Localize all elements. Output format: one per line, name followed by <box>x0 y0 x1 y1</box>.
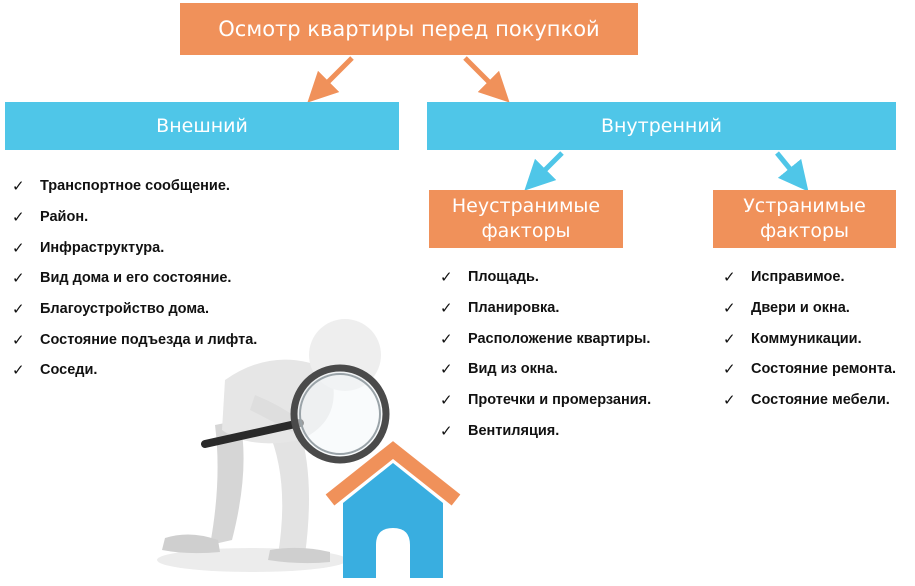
house-icon <box>325 441 461 578</box>
check-icon: ✓ <box>12 331 25 349</box>
list-item: ✓ Соседи. <box>12 355 257 386</box>
list-item: ✓ Двери и окна. <box>723 293 896 324</box>
list-item-text: Транспортное сообщение. <box>40 178 230 195</box>
list-item: ✓ Вид дома и его состояние. <box>12 263 257 294</box>
list-item: ✓ Инфраструктура. <box>12 232 257 263</box>
external-checklist: ✓ Транспортное сообщение. ✓ Район. ✓ Инфрас… <box>12 171 257 386</box>
internal-heading-text: Внутренний <box>600 115 723 137</box>
list-item-text: Инфраструктура. <box>40 239 165 256</box>
check-icon: ✓ <box>440 392 453 410</box>
fixed-heading-line1: Неустранимые <box>451 195 601 218</box>
arrow-to-removable <box>775 151 809 192</box>
list-item: ✓ Благоустройство дома. <box>12 294 257 325</box>
removable-factors-checklist: ✓ Исправимое. ✓ Двери и окна. ✓ Коммуникаци… <box>723 262 896 415</box>
list-item-text: Расположение квартиры. <box>468 330 651 347</box>
list-item: ✓ Вид из окна. <box>440 354 651 385</box>
fixed-heading-line2: факторы <box>481 220 571 242</box>
list-item: ✓ Состояние мебели. <box>723 385 896 416</box>
list-item: ✓ Состояние ремонта. <box>723 354 896 385</box>
list-item-text: Состояние подъезда и лифта. <box>40 331 258 348</box>
list-item-text: Вентиляция. <box>468 422 560 439</box>
external-heading-text: Внешний <box>156 115 248 137</box>
list-item: ✓ Район. <box>12 202 257 233</box>
person-with-magnifier-icon <box>157 319 390 572</box>
removable-heading-line2: факторы <box>759 220 850 242</box>
list-item-text: Соседи. <box>40 362 98 379</box>
list-item-text: Исправимое. <box>751 269 845 286</box>
list-item-text: Планировка. <box>468 300 560 317</box>
check-icon: ✓ <box>440 269 453 287</box>
list-item: ✓ Исправимое. <box>723 262 896 293</box>
list-item-text: Двери и окна. <box>751 300 850 317</box>
check-icon: ✓ <box>723 392 736 410</box>
check-icon: ✓ <box>12 239 25 257</box>
internal-heading: Внутренний <box>427 102 896 150</box>
list-item: ✓ Коммуникации. <box>723 323 896 354</box>
check-icon: ✓ <box>440 330 453 348</box>
arrow-to-fixed <box>524 151 564 191</box>
check-icon: ✓ <box>440 422 453 440</box>
arrow-to-external <box>307 56 354 103</box>
list-item: ✓ Протечки и промерзания. <box>440 385 651 416</box>
list-item-text: Вид из окна. <box>468 361 558 378</box>
list-item: ✓ Площадь. <box>440 262 651 293</box>
list-item-text: Коммуникации. <box>751 330 862 347</box>
check-icon: ✓ <box>440 361 453 379</box>
check-icon: ✓ <box>12 362 25 380</box>
diagram-title: Осмотр квартиры перед покупкой <box>180 3 638 55</box>
list-item-text: Вид дома и его состояние. <box>40 270 232 287</box>
list-item: ✓ Планировка. <box>440 293 651 324</box>
external-heading: Внешний <box>5 102 399 150</box>
title-text: Осмотр квартиры перед покупкой <box>218 17 600 41</box>
check-icon: ✓ <box>723 361 736 379</box>
check-icon: ✓ <box>723 330 736 348</box>
list-item-text: Состояние мебели. <box>751 392 890 409</box>
check-icon: ✓ <box>12 178 25 196</box>
list-item-text: Район. <box>40 209 89 226</box>
list-item-text: Протечки и промерзания. <box>468 392 652 409</box>
check-icon: ✓ <box>723 269 736 287</box>
check-icon: ✓ <box>12 209 25 227</box>
list-item: ✓ Состояние подъезда и лифта. <box>12 324 257 355</box>
list-item-text: Площадь. <box>468 269 539 286</box>
removable-heading-line1: Устранимые <box>743 195 866 218</box>
arrow-to-internal <box>463 56 510 103</box>
list-item-text: Благоустройство дома. <box>40 301 209 318</box>
list-item: ✓ Расположение квартиры. <box>440 323 651 354</box>
fixed-factors-heading: Неустранимые факторы <box>429 190 623 248</box>
check-icon: ✓ <box>723 300 736 318</box>
list-item: ✓ Транспортное сообщение. <box>12 171 257 202</box>
list-item: ✓ Вентиляция. <box>440 415 651 446</box>
check-icon: ✓ <box>12 301 25 319</box>
check-icon: ✓ <box>440 300 453 318</box>
fixed-factors-checklist: ✓ Площадь. ✓ Планировка. ✓ Расположение ква… <box>440 262 651 446</box>
check-icon: ✓ <box>12 270 25 288</box>
removable-factors-heading: Устранимые факторы <box>713 190 896 248</box>
list-item-text: Состояние ремонта. <box>751 361 897 378</box>
